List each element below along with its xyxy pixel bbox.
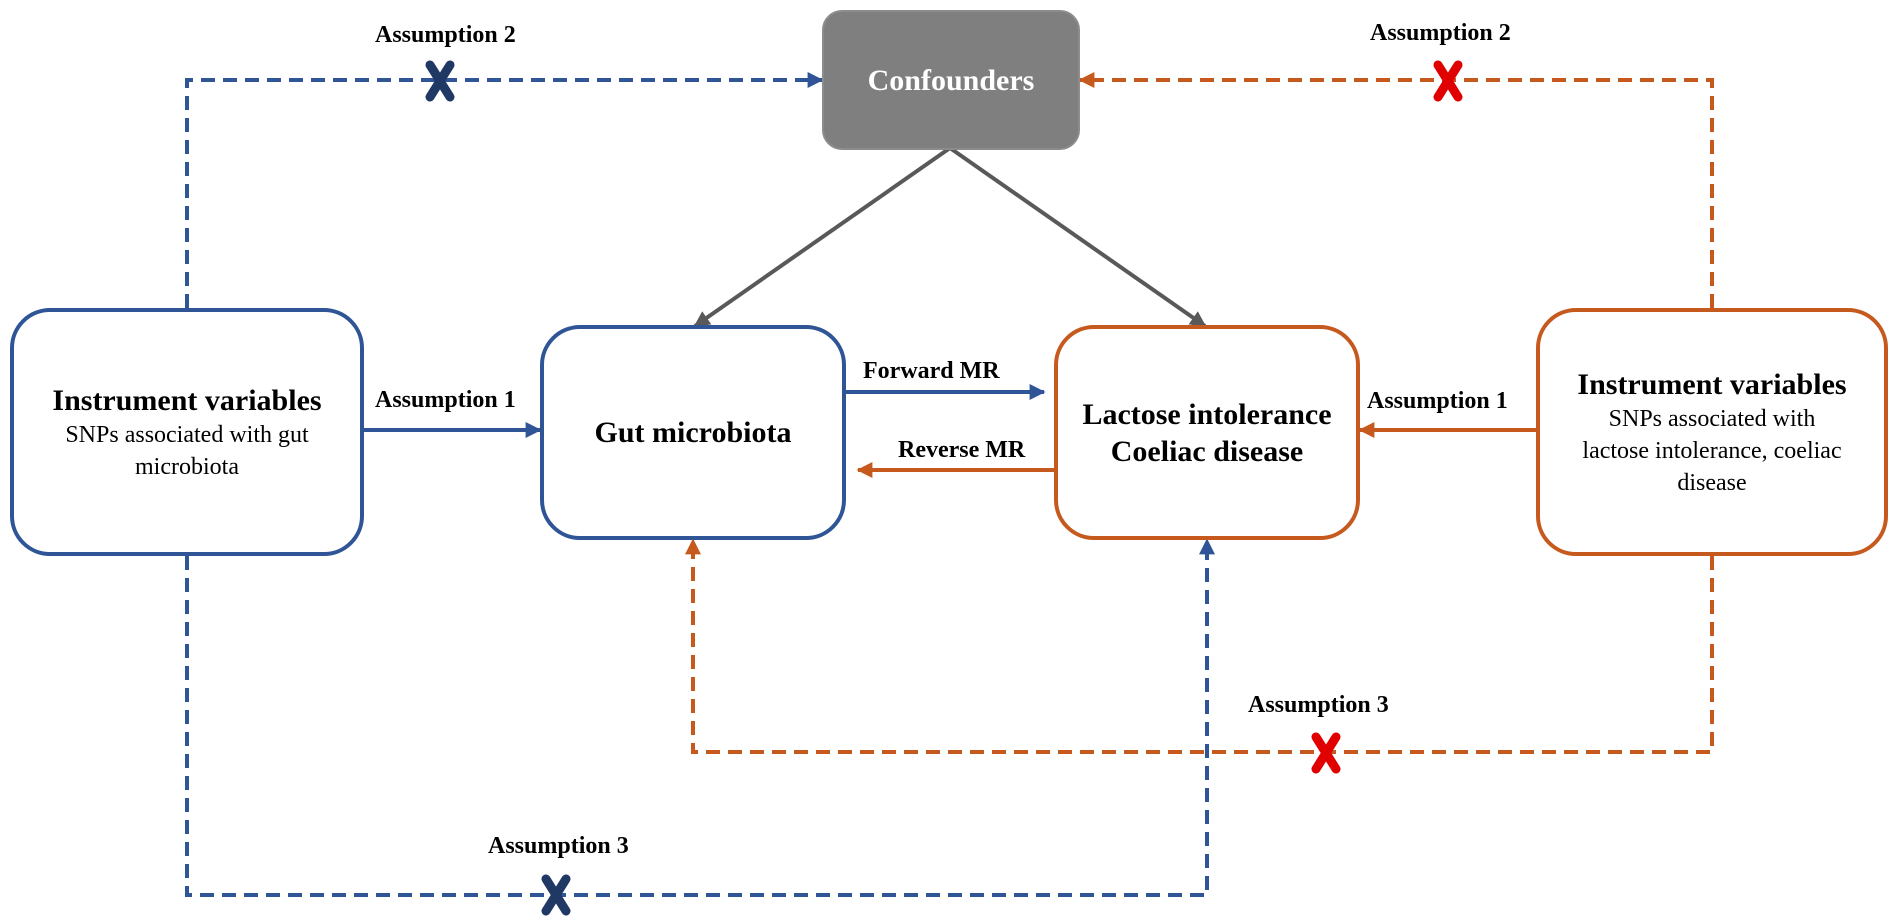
iv-left-desc-line1: SNPs associated with gut bbox=[65, 421, 309, 448]
iv-right-desc-line2: lactose intolerance, coeliac bbox=[1582, 437, 1842, 464]
outcome-line2: Coeliac disease bbox=[1110, 434, 1304, 468]
outcome-node: Lactose intolerance Coeliac disease bbox=[1054, 325, 1360, 540]
confounders-title: Confounders bbox=[867, 63, 1035, 97]
forward-mr-label: Forward MR bbox=[863, 358, 1000, 384]
iv-left-desc-line2: microbiota bbox=[135, 453, 239, 480]
assumption2-right-dashed-arrow bbox=[1078, 72, 1714, 308]
assumption1-right-label: Assumption 1 bbox=[1367, 388, 1508, 414]
gut-microbiota-title: Gut microbiota bbox=[594, 416, 792, 449]
confounder-to-gut-arrow bbox=[693, 146, 952, 328]
assumption2-left-label: Assumption 2 bbox=[375, 22, 516, 48]
confounder-to-outcome-arrow bbox=[948, 146, 1207, 328]
assumption3-orange-label: Assumption 3 bbox=[1248, 692, 1389, 718]
iv-left-title: Instrument variables bbox=[52, 383, 322, 417]
iv-right-desc-line1: SNPs associated with bbox=[1608, 405, 1816, 432]
reverse-mr-label: Reverse MR bbox=[898, 437, 1026, 463]
assumption3-blue-cross-icon bbox=[541, 874, 571, 916]
assumption3-blue-dashed-arrow bbox=[185, 538, 1215, 897]
assumption3-orange-dashed-arrow bbox=[685, 538, 1714, 754]
iv-right-title: Instrument variables bbox=[1577, 367, 1847, 401]
assumption3-blue-label: Assumption 3 bbox=[488, 833, 629, 859]
outcome-line1: Lactose intolerance bbox=[1082, 397, 1332, 431]
assumption3-orange-cross-icon bbox=[1311, 732, 1341, 774]
instrument-variables-right-node: Instrument variables SNPs associated wit… bbox=[1536, 308, 1888, 556]
assumption2-right-label: Assumption 2 bbox=[1370, 20, 1511, 46]
assumption2-right-cross-icon bbox=[1433, 60, 1463, 102]
instrument-variables-left-node: Instrument variables SNPs associated wit… bbox=[10, 308, 364, 556]
iv-right-desc-line3: disease bbox=[1677, 469, 1747, 496]
gut-microbiota-node: Gut microbiota bbox=[540, 325, 846, 540]
assumption2-left-cross-icon bbox=[425, 60, 455, 102]
assumption1-left-label: Assumption 1 bbox=[375, 387, 516, 413]
assumption2-left-dashed-arrow bbox=[185, 72, 824, 308]
confounders-node: Confounders bbox=[822, 10, 1080, 150]
